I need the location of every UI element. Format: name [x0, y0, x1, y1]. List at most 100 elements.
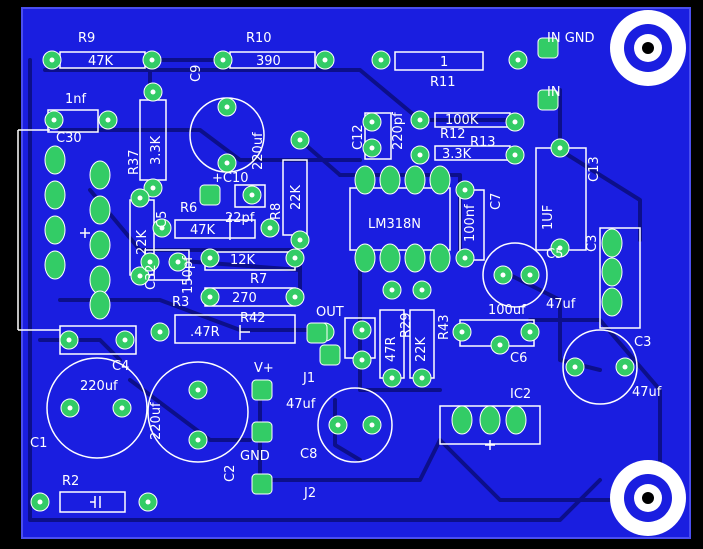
label-r8-value: 22K	[289, 184, 304, 210]
pad-oval	[89, 160, 111, 190]
pad-oval	[89, 195, 111, 225]
pad-hole	[224, 104, 230, 110]
label-r29: R29	[399, 312, 414, 338]
pad-hole	[175, 259, 181, 265]
pad-hole	[515, 57, 521, 63]
label-r11: R11	[430, 75, 456, 90]
pad-square	[251, 473, 273, 495]
pad-oval	[404, 243, 426, 273]
pad-hole	[462, 187, 468, 193]
label-1uf: 1UF	[541, 205, 556, 230]
pad-hole	[51, 117, 57, 123]
label-r13: R13	[470, 135, 496, 150]
label-c8: C8	[300, 447, 317, 462]
label-r047: .47R	[190, 325, 220, 340]
label-c9-value: 220uf	[251, 132, 266, 170]
label-47uf-c: 47uf	[286, 397, 316, 412]
pad-oval	[505, 405, 527, 435]
pad-oval	[601, 257, 623, 287]
label-r42: R42	[240, 311, 266, 326]
label-r13-value: 3.3K	[442, 147, 472, 162]
pad-hole	[297, 237, 303, 243]
label-c7: C7	[489, 193, 504, 210]
pad-hole	[462, 255, 468, 261]
labels-layer: R9 47K R10 390 1 R11 IN GND IN 1nf C30 C…	[30, 31, 662, 501]
pad-hole	[359, 357, 365, 363]
pad-oval	[89, 290, 111, 320]
pad-hole	[207, 255, 213, 261]
pad-hole	[49, 57, 55, 63]
pad-oval	[404, 165, 426, 195]
label-out: OUT	[316, 305, 344, 320]
pad-hole	[157, 329, 163, 335]
pad-square	[199, 184, 221, 206]
pad-hole	[572, 364, 578, 370]
label-c9: C9	[189, 65, 204, 82]
pad-hole	[497, 342, 503, 348]
mounting-holes	[610, 10, 686, 536]
pads-layer	[30, 37, 635, 512]
pad-hole	[389, 375, 395, 381]
pad-hole	[67, 405, 73, 411]
label-r7b-value: 270	[232, 291, 257, 306]
pad-oval	[44, 145, 66, 175]
label-r5-value: 22K	[135, 229, 150, 255]
label-c32-value: 150pf	[181, 256, 196, 294]
label-r10: R10	[246, 31, 272, 46]
label-c1: C1	[30, 436, 47, 451]
pad-hole	[37, 499, 43, 505]
label-c1-value: 220uf	[80, 379, 118, 394]
pad-hole	[145, 499, 151, 505]
pad-hole	[292, 294, 298, 300]
pad-oval	[44, 215, 66, 245]
label-r37: R37	[127, 149, 142, 175]
label-c5-a: C5	[155, 211, 170, 228]
pad-hole	[527, 329, 533, 335]
pad-hole	[419, 375, 425, 381]
pad-hole	[369, 145, 375, 151]
label-c2-value: 220uf	[149, 402, 164, 440]
label-r8: R8	[269, 203, 284, 220]
pad-hole	[149, 57, 155, 63]
pad-oval	[429, 243, 451, 273]
label-r9-value: 47K	[88, 54, 114, 69]
pad-oval	[354, 165, 376, 195]
pad-hole	[147, 259, 153, 265]
label-r2: R2	[62, 474, 79, 489]
pad-hole	[417, 152, 423, 158]
pad-hole	[224, 160, 230, 166]
pad-hole	[249, 192, 255, 198]
label-c6: C6	[510, 351, 527, 366]
pad-hole	[297, 137, 303, 143]
pad-hole	[150, 89, 156, 95]
pad-hole	[195, 387, 201, 393]
pad-hole	[500, 272, 506, 278]
pad-hole	[369, 422, 375, 428]
label-r6-value: 47K	[190, 223, 216, 238]
label-r6: R6	[180, 201, 197, 216]
pad-hole	[137, 273, 143, 279]
pad-square	[251, 379, 273, 401]
label-c12-value: 220pf	[391, 112, 406, 150]
pad-oval	[379, 165, 401, 195]
pad-square	[537, 89, 559, 111]
pad-square	[319, 344, 341, 366]
pad-hole	[105, 117, 111, 123]
label-r12-value: 100K	[445, 113, 479, 128]
pad-hole	[267, 225, 273, 231]
pad-oval	[44, 250, 66, 280]
pad-oval	[479, 405, 501, 435]
pad-hole	[557, 245, 563, 251]
pad-oval	[451, 405, 473, 435]
label-j1: J1	[302, 371, 315, 386]
label-1nf: 1nf	[65, 92, 87, 107]
pad-square	[537, 37, 559, 59]
label-c12: C12	[351, 124, 366, 150]
pad-hole	[419, 287, 425, 293]
pad-hole	[159, 225, 165, 231]
label-ic2: IC2	[510, 387, 531, 402]
label-c7-value: 100nf	[463, 204, 478, 242]
pad-hole	[66, 337, 72, 343]
label-in-gnd: IN GND	[547, 31, 595, 46]
pad-hole	[527, 272, 533, 278]
